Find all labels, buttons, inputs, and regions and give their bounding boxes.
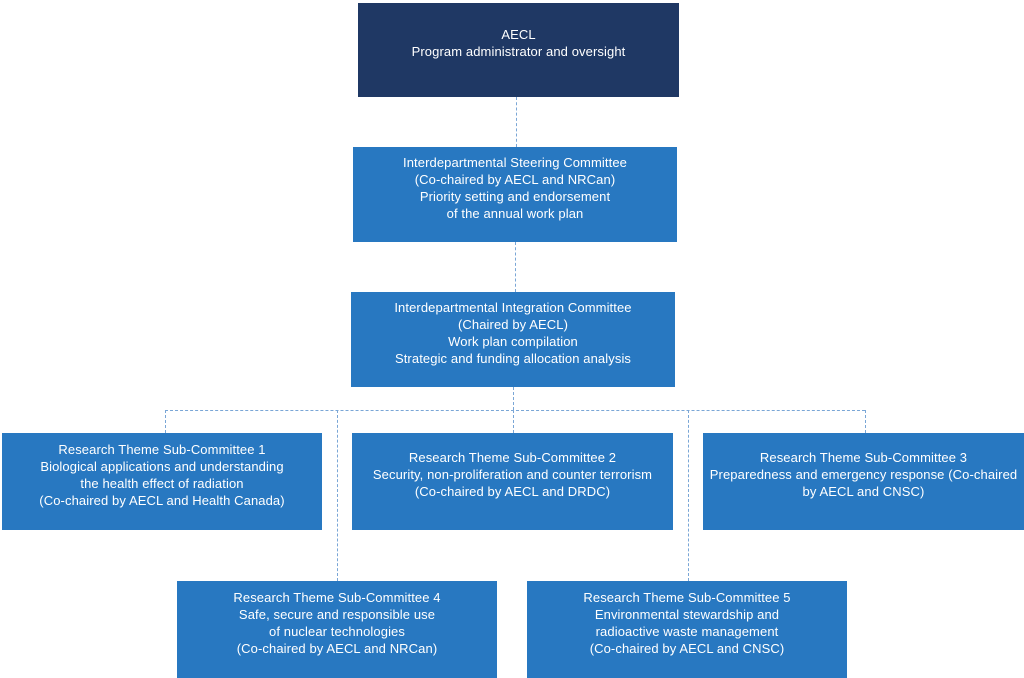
node-text-line: Research Theme Sub-Committee 2 bbox=[408, 450, 617, 465]
node-text-line: Interdepartmental Integration Committee bbox=[394, 299, 632, 315]
connector-integration-to-bus bbox=[513, 387, 514, 410]
node-text-line: of nuclear technologies bbox=[268, 623, 405, 639]
node-text-line: Biological applications and understandin… bbox=[40, 458, 284, 474]
connector-bus-to-sub4 bbox=[337, 410, 338, 581]
org-node-integration-committee: Interdepartmental Integration Committee … bbox=[351, 292, 675, 387]
node-text-line: Interdepartmental Steering Committee bbox=[403, 154, 627, 170]
node-text-line: Safe, secure and responsible use bbox=[238, 606, 436, 622]
node-text-line: AECL bbox=[501, 27, 536, 42]
connector-aecl-to-steering bbox=[516, 97, 517, 147]
org-node-sub-committee-5: Research Theme Sub-Committee 5 Environme… bbox=[527, 581, 847, 678]
node-text-line: (Co-chaired by AECL and Health Canada) bbox=[39, 492, 285, 508]
node-text-line: (Co-chaired by AECL and CNSC) bbox=[589, 640, 785, 656]
node-text-line: of the annual work plan bbox=[446, 205, 584, 221]
connector-bus-to-sub2 bbox=[513, 410, 514, 433]
connector-steering-to-integration bbox=[515, 242, 516, 292]
org-node-aecl: AECL Program administrator and oversight bbox=[358, 3, 679, 97]
node-text-line: Preparedness and emergency response (Co-… bbox=[709, 467, 1018, 482]
node-text-line: Priority setting and endorsement bbox=[419, 188, 611, 204]
org-node-sub-committee-1: Research Theme Sub-Committee 1 Biologica… bbox=[2, 433, 322, 530]
node-text-line: Strategic and funding allocation analysi… bbox=[394, 350, 632, 366]
org-node-sub-committee-2: Research Theme Sub-Committee 2 Security,… bbox=[352, 433, 673, 530]
node-text-line: Environmental stewardship and bbox=[594, 606, 780, 622]
node-text-line: Work plan compilation bbox=[448, 333, 578, 349]
node-text-line: Security, non-proliferation and counter … bbox=[372, 467, 653, 482]
node-text-line: the health effect of radiation bbox=[80, 475, 244, 491]
org-node-steering-committee: Interdepartmental Steering Committee (Co… bbox=[353, 147, 677, 242]
node-text-line: Research Theme Sub-Committee 5 bbox=[583, 589, 791, 605]
connector-bus-to-sub5 bbox=[688, 410, 689, 581]
node-text-line: (Co-chaired by AECL and NRCan) bbox=[414, 171, 616, 187]
node-text-line: Research Theme Sub-Committee 1 bbox=[58, 441, 266, 457]
connector-bus-to-sub3 bbox=[865, 410, 866, 433]
node-text-line: (Co-chaired by AECL and NRCan) bbox=[236, 640, 438, 656]
node-text-line: radioactive waste management bbox=[595, 623, 779, 639]
connector-bus-to-sub1 bbox=[165, 410, 166, 433]
node-text-line: by AECL and CNSC) bbox=[802, 484, 925, 499]
org-node-sub-committee-4: Research Theme Sub-Committee 4 Safe, sec… bbox=[177, 581, 497, 678]
connector-bus-horizontal bbox=[165, 410, 865, 411]
node-text-line: Program administrator and oversight bbox=[411, 44, 626, 59]
node-text-line: Research Theme Sub-Committee 3 bbox=[759, 450, 968, 465]
org-node-sub-committee-3: Research Theme Sub-Committee 3 Preparedn… bbox=[703, 433, 1024, 530]
node-text-line: Research Theme Sub-Committee 4 bbox=[233, 589, 441, 605]
node-text-line: (Chaired by AECL) bbox=[457, 316, 569, 332]
node-text-line: (Co-chaired by AECL and DRDC) bbox=[414, 484, 611, 499]
